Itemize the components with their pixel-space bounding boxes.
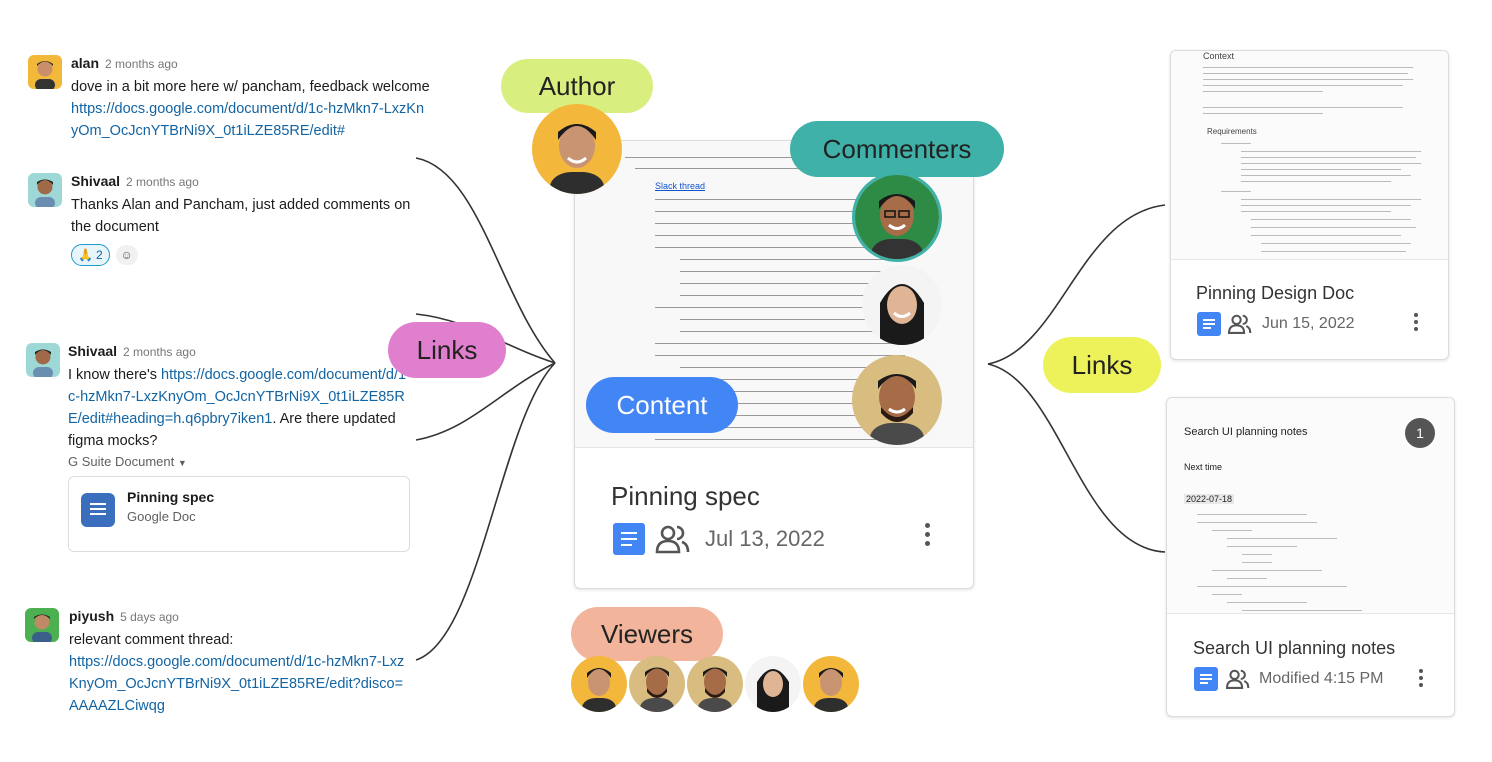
attachment-label: G Suite Document ▼ bbox=[68, 454, 187, 469]
message-time[interactable]: 2 months ago bbox=[126, 175, 199, 189]
viewer-avatar bbox=[571, 656, 627, 712]
commenters-label: Commenters bbox=[790, 121, 1004, 177]
doc-attachment[interactable]: Pinning spec Google Doc bbox=[68, 476, 410, 552]
doc-preview: Context Requirements bbox=[1171, 51, 1448, 260]
preview-subheading: Requirements bbox=[1207, 127, 1257, 136]
avatar bbox=[26, 343, 60, 377]
google-doc-icon bbox=[81, 493, 115, 527]
doc-title[interactable]: Pinning spec bbox=[611, 481, 760, 511]
message-text: Thanks Alan and Pancham, just added comm… bbox=[71, 197, 411, 235]
message-time[interactable]: 2 months ago bbox=[105, 57, 178, 71]
content-label: Content bbox=[586, 377, 738, 433]
message-text-after: . Are there updated figma mocks? bbox=[68, 411, 396, 449]
doc-preview: Search UI planning notes 1 Next time 202… bbox=[1167, 398, 1454, 614]
viewers-label: Viewers bbox=[571, 607, 723, 661]
shared-people-icon bbox=[655, 525, 690, 554]
viewer-avatar bbox=[687, 656, 743, 712]
commenter-avatar bbox=[862, 265, 942, 345]
avatar bbox=[28, 55, 62, 89]
message-author[interactable]: piyush bbox=[69, 608, 115, 624]
pray-icon: 🙏 bbox=[78, 248, 93, 262]
viewer-avatar bbox=[745, 656, 801, 712]
doc-card-pinning-design-doc[interactable]: Context Requirements Pinning Design Doc … bbox=[1170, 50, 1449, 360]
message-text: I know there's bbox=[68, 367, 162, 383]
message-time[interactable]: 5 days ago bbox=[120, 610, 179, 624]
links-label-left: Links bbox=[388, 322, 506, 378]
reaction-count: 2 bbox=[95, 248, 103, 262]
commenter-avatar bbox=[852, 172, 942, 262]
badge-count: 1 bbox=[1416, 425, 1424, 441]
attachment-title[interactable]: Pinning spec bbox=[127, 489, 215, 505]
doc-link[interactable]: https://docs.google.com/document/d/1c-hz… bbox=[68, 367, 407, 427]
message-author[interactable]: Shivaal bbox=[68, 343, 118, 359]
avatar bbox=[28, 173, 62, 207]
shared-people-icon bbox=[1227, 314, 1252, 334]
google-doc-icon bbox=[1194, 667, 1218, 691]
preview-heading: Context bbox=[1203, 51, 1235, 61]
viewer-avatar bbox=[803, 656, 859, 712]
doc-card-search-ui-planning-notes[interactable]: Search UI planning notes 1 Next time 202… bbox=[1166, 397, 1455, 717]
message-author[interactable]: alan bbox=[71, 55, 100, 71]
message-text: relevant comment thread: bbox=[69, 632, 234, 648]
preview-next-time: Next time bbox=[1184, 462, 1223, 472]
more-options-icon[interactable] bbox=[925, 523, 930, 546]
google-doc-icon bbox=[1197, 312, 1221, 336]
preview-snippet: Slack thread bbox=[655, 181, 706, 191]
attachment-subtitle: Google Doc bbox=[127, 509, 196, 524]
preview-heading: Search UI planning notes bbox=[1184, 426, 1308, 438]
doc-title[interactable]: Pinning Design Doc bbox=[1196, 283, 1355, 303]
author-avatar bbox=[532, 104, 622, 194]
message-time[interactable]: 2 months ago bbox=[123, 345, 196, 359]
doc-date: Jun 15, 2022 bbox=[1262, 315, 1355, 332]
message-author[interactable]: Shivaal bbox=[71, 173, 121, 189]
add-reaction-icon[interactable]: ☺ bbox=[115, 245, 138, 265]
doc-date: Jul 13, 2022 bbox=[705, 526, 825, 551]
doc-date: Modified 4:15 PM bbox=[1259, 670, 1384, 687]
google-doc-icon bbox=[613, 523, 645, 555]
doc-link[interactable]: https://docs.google.com/document/d/1c-hz… bbox=[69, 654, 405, 714]
doc-title[interactable]: Search UI planning notes bbox=[1193, 638, 1396, 658]
more-options-icon[interactable] bbox=[1414, 313, 1418, 331]
more-options-icon[interactable] bbox=[1419, 669, 1423, 687]
preview-date: 2022-07-18 bbox=[1184, 494, 1235, 504]
doc-link[interactable]: https://docs.google.com/document/d/1c-hz… bbox=[71, 101, 425, 139]
message-text: dove in a bit more here w/ pancham, feed… bbox=[71, 79, 430, 95]
reaction-pray[interactable]: 🙏2 bbox=[71, 244, 110, 266]
links-label-right: Links bbox=[1043, 337, 1161, 393]
shared-people-icon bbox=[1225, 669, 1250, 689]
chevron-down-icon[interactable]: ▼ bbox=[177, 458, 187, 468]
avatar bbox=[25, 608, 59, 642]
commenter-avatar bbox=[852, 355, 942, 445]
notification-badge[interactable]: 1 bbox=[1405, 418, 1435, 448]
viewer-avatar bbox=[629, 656, 685, 712]
